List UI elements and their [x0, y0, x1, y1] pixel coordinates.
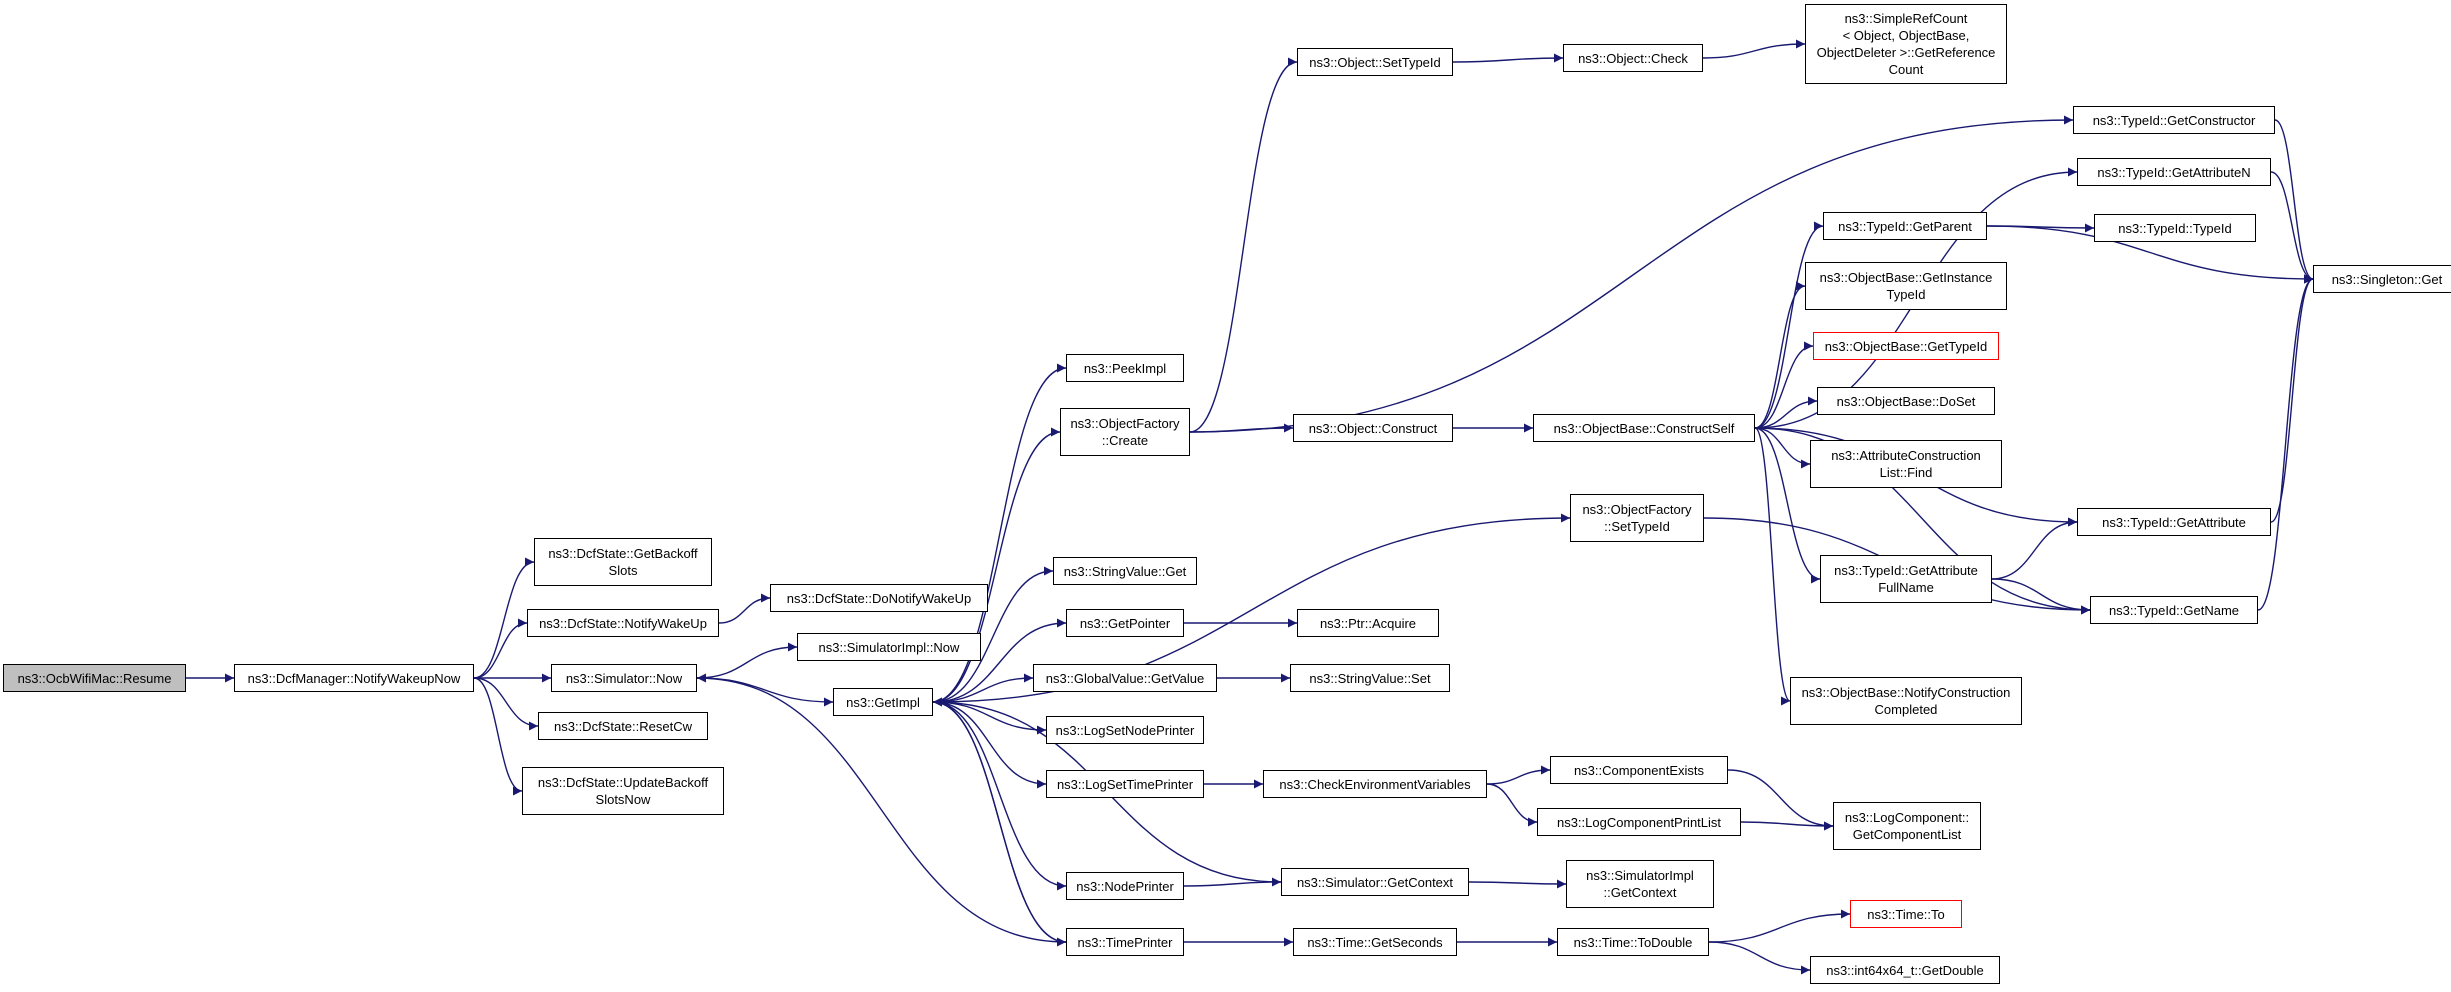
graph-node-timeTo[interactable]: ns3::Time::To	[1850, 900, 1962, 928]
edge-tidGetAttribute-to-singletonGet	[2270, 274, 2314, 523]
graph-node-acListFind[interactable]: ns3::AttributeConstruction List::Find	[1810, 440, 2002, 488]
edge-constructSelf-to-obGetInstanceTypeId	[1754, 281, 1806, 429]
edge-notifyWakeupNow-to-resetCw	[473, 677, 539, 731]
edge-logCompPrintList-to-logCompGetList	[1740, 821, 1834, 831]
edge-getImpl-to-stringValueGet	[932, 566, 1054, 703]
graph-node-simImplGetContext[interactable]: ns3::SimulatorImpl ::GetContext	[1566, 860, 1714, 908]
graph-node-tidGetAttrFullName[interactable]: ns3::TypeId::GetAttribute FullName	[1820, 555, 1992, 603]
graph-node-tidGetConstructor[interactable]: ns3::TypeId::GetConstructor	[2073, 106, 2275, 134]
graph-node-resume[interactable]: ns3::OcbWifiMac::Resume	[3, 664, 186, 692]
graph-node-getPointer[interactable]: ns3::GetPointer	[1066, 609, 1184, 637]
graph-node-getImpl[interactable]: ns3::GetImpl	[833, 688, 933, 716]
graph-node-tidGetName[interactable]: ns3::TypeId::GetName	[2090, 596, 2258, 624]
graph-node-notifyWakeUp[interactable]: ns3::DcfState::NotifyWakeUp	[527, 609, 719, 637]
edge-tidGetParent-to-singletonGet	[1986, 225, 2314, 284]
graph-node-singletonGet[interactable]: ns3::Singleton::Get	[2313, 265, 2451, 293]
graph-node-doNotifyWakeUp[interactable]: ns3::DcfState::DoNotifyWakeUp	[770, 584, 988, 612]
edge-getImpl-to-logSetTimePrinter	[932, 701, 1047, 789]
edge-objCheck-to-simpleRefCount	[1702, 39, 1806, 59]
graph-node-tidGetAttribute[interactable]: ns3::TypeId::GetAttribute	[2077, 508, 2271, 536]
graph-node-constructSelf[interactable]: ns3::ObjectBase::ConstructSelf	[1533, 414, 1755, 442]
graph-node-objCheck[interactable]: ns3::Object::Check	[1563, 44, 1703, 72]
edge-ofCreate-to-tidGetConstructor	[1189, 115, 2074, 433]
edge-simNow-to-getImpl	[696, 677, 834, 707]
graph-node-timePrinter[interactable]: ns3::TimePrinter	[1066, 928, 1184, 956]
edge-tidGetAttrFullName-to-tidGetAttribute	[1991, 517, 2078, 580]
graph-node-obGetInstanceTypeId[interactable]: ns3::ObjectBase::GetInstance TypeId	[1805, 262, 2007, 310]
edge-constructSelf-to-tidGetAttrFullName	[1754, 427, 1821, 584]
graph-node-simNow[interactable]: ns3::Simulator::Now	[551, 664, 697, 692]
graph-node-simpleRefCount[interactable]: ns3::SimpleRefCount < Object, ObjectBase…	[1805, 4, 2007, 84]
graph-node-tidTypeId[interactable]: ns3::TypeId::TypeId	[2094, 214, 2256, 242]
graph-node-simGetContext[interactable]: ns3::Simulator::GetContext	[1281, 868, 1469, 896]
graph-node-notifyWakeupNow[interactable]: ns3::DcfManager::NotifyWakeupNow	[234, 664, 474, 692]
edge-notifyWakeupNow-to-updateBackoff	[473, 677, 523, 796]
graph-node-obDoSet[interactable]: ns3::ObjectBase::DoSet	[1817, 387, 1995, 415]
graph-node-stringValueSet[interactable]: ns3::StringValue::Set	[1290, 664, 1450, 692]
graph-node-objSetTypeId[interactable]: ns3::Object::SetTypeId	[1297, 48, 1453, 76]
edge-getImpl-to-ofCreate	[932, 427, 1061, 703]
graph-node-tidGetAttributeN[interactable]: ns3::TypeId::GetAttributeN	[2077, 158, 2271, 186]
edge-simNow-to-simImplNow	[696, 642, 798, 679]
edge-constructSelf-to-tidGetParent	[1754, 221, 1824, 429]
edge-componentExists-to-logCompGetList	[1727, 769, 1834, 831]
graph-node-checkEnv[interactable]: ns3::CheckEnvironmentVariables	[1263, 770, 1487, 798]
edge-timeToDouble-to-timeTo	[1708, 909, 1851, 943]
edge-getImpl-to-getPointer	[932, 618, 1067, 703]
graph-node-logSetNodePrinter[interactable]: ns3::LogSetNodePrinter	[1046, 716, 1204, 744]
graph-node-componentExists[interactable]: ns3::ComponentExists	[1550, 756, 1728, 784]
edge-objSetTypeId-to-objCheck	[1452, 53, 1564, 63]
edge-timePrinter-to-simNow	[696, 673, 1067, 943]
edge-getImpl-to-peekImpl	[932, 363, 1067, 703]
edge-simGetContext-to-simImplGetContext	[1468, 879, 1567, 889]
edge-timeToDouble-to-int64GetDouble	[1708, 941, 1811, 975]
graph-node-ofCreate[interactable]: ns3::ObjectFactory ::Create	[1060, 408, 1190, 456]
edge-constructSelf-to-obNotifyConstruction	[1754, 427, 1791, 706]
graph-node-ofSetTypeId[interactable]: ns3::ObjectFactory ::SetTypeId	[1570, 494, 1704, 542]
graph-node-timeToDouble[interactable]: ns3::Time::ToDouble	[1557, 928, 1709, 956]
graph-node-resetCw[interactable]: ns3::DcfState::ResetCw	[538, 712, 708, 740]
edge-tidGetConstructor-to-singletonGet	[2274, 119, 2314, 284]
edge-constructSelf-to-acListFind	[1754, 427, 1811, 469]
edge-tidGetAttrFullName-to-tidGetName	[1991, 578, 2091, 615]
edge-getImpl-to-nodePrinter	[932, 701, 1067, 891]
graph-node-int64GetDouble[interactable]: ns3::int64x64_t::GetDouble	[1810, 956, 2000, 984]
graph-node-ptrAcquire[interactable]: ns3::Ptr::Acquire	[1297, 609, 1439, 637]
edge-ofCreate-to-objSetTypeId	[1189, 57, 1298, 433]
edge-notifyWakeUp-to-doNotifyWakeUp	[718, 593, 771, 624]
edge-getImpl-to-ofSetTypeId	[932, 513, 1571, 703]
edge-constructSelf-to-obDoSet	[1754, 396, 1818, 429]
graph-node-stringValueGet[interactable]: ns3::StringValue::Get	[1053, 557, 1197, 585]
edge-notifyWakeupNow-to-getBackoffSlots	[473, 557, 535, 679]
graph-node-nodePrinter[interactable]: ns3::NodePrinter	[1066, 872, 1184, 900]
edge-notifyWakeupNow-to-notifyWakeUp	[473, 618, 528, 679]
graph-node-obNotifyConstruction[interactable]: ns3::ObjectBase::NotifyConstruction Comp…	[1790, 677, 2022, 725]
edge-constructSelf-to-obGetTypeId	[1754, 341, 1814, 429]
graph-node-objConstruct[interactable]: ns3::Object::Construct	[1293, 414, 1453, 442]
edge-tidGetName-to-singletonGet	[2257, 274, 2314, 611]
graph-node-tidGetParent[interactable]: ns3::TypeId::GetParent	[1823, 212, 1987, 240]
edge-checkEnv-to-componentExists	[1486, 765, 1551, 785]
edge-timePrinter-to-getImpl	[932, 697, 1067, 943]
graph-node-logCompGetList[interactable]: ns3::LogComponent:: GetComponentList	[1833, 802, 1981, 850]
graph-node-obGetTypeId[interactable]: ns3::ObjectBase::GetTypeId	[1813, 332, 1999, 360]
graph-node-timeGetSeconds[interactable]: ns3::Time::GetSeconds	[1293, 928, 1457, 956]
graph-node-logCompPrintList[interactable]: ns3::LogComponentPrintList	[1537, 808, 1741, 836]
graph-node-updateBackoff[interactable]: ns3::DcfState::UpdateBackoff SlotsNow	[522, 767, 724, 815]
edge-getImpl-to-globalValueGet	[932, 673, 1034, 703]
edge-checkEnv-to-logCompPrintList	[1486, 783, 1538, 827]
graph-node-peekImpl[interactable]: ns3::PeekImpl	[1066, 354, 1184, 382]
graph-node-getBackoffSlots[interactable]: ns3::DcfState::GetBackoff Slots	[534, 538, 712, 586]
graph-node-simImplNow[interactable]: ns3::SimulatorImpl::Now	[797, 633, 981, 661]
graph-node-logSetTimePrinter[interactable]: ns3::LogSetTimePrinter	[1046, 770, 1204, 798]
edge-constructSelf-to-tidGetName	[1754, 427, 2091, 615]
graph-node-globalValueGet[interactable]: ns3::GlobalValue::GetValue	[1033, 664, 1217, 692]
edge-nodePrinter-to-simGetContext	[1183, 877, 1282, 887]
